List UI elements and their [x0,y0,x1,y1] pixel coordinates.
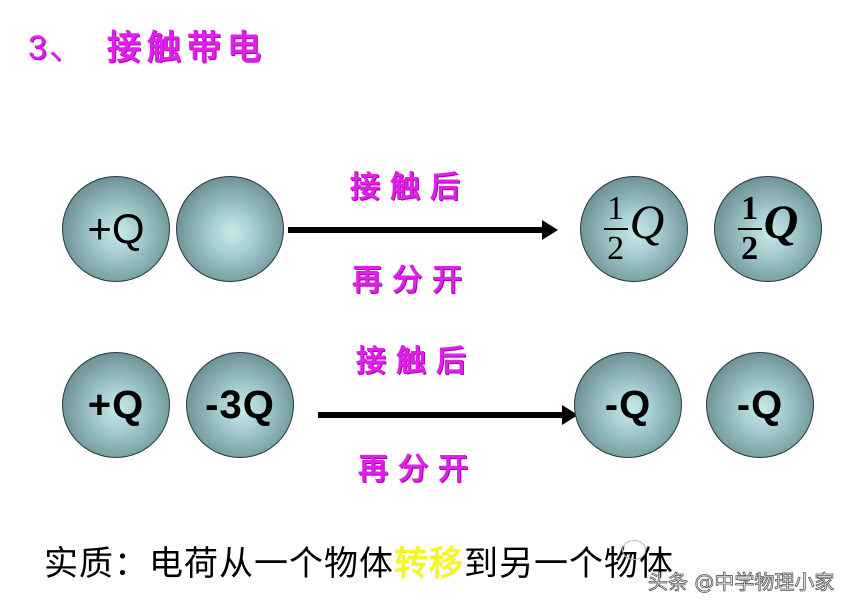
watermark-logo-icon [622,540,646,560]
caption-row1-bottom: 再分开 [352,263,472,298]
sphere-row2-c: -Q [574,352,682,458]
summary-prefix: 实质：电荷从一个物体 [44,544,394,584]
charge-label: +Q [87,382,145,427]
charge-label: -Q [736,382,784,427]
fraction-bar [737,228,762,230]
sphere-row2-b: -3Q [186,352,294,458]
charge-label: -3Q [205,382,275,427]
numerator: 1 [607,190,625,227]
fraction-bar [603,228,628,230]
denominator: 2 [741,230,759,267]
arrow-right-icon [288,220,558,240]
charge-symbol: Q [763,195,799,249]
summary-highlight: 转移 [394,544,464,584]
sphere-row2-a: +Q [62,352,170,458]
caption-row2-top: 接触后 [356,344,476,379]
watermark: 头条 @中学物理小家 [648,570,835,595]
charge-label: -Q [604,382,652,427]
numerator: 1 [741,190,759,227]
arrow-right-icon [318,405,578,425]
caption-row2-bottom: 再分开 [358,452,478,487]
sphere-row2-d: -Q [706,352,814,458]
charge-label: +Q [87,205,145,252]
sphere-row1-a: +Q [62,176,170,282]
slide-title: 3、接触带电 [28,20,267,69]
denominator: 2 [607,230,625,267]
charge-symbol: Q [629,195,665,249]
sphere-row1-b [176,176,284,282]
title-number: 3、 [28,29,85,67]
summary-text: 实质：电荷从一个物体转移到另一个物体 [44,536,674,585]
caption-row1-top: 接触后 [350,170,470,205]
title-text: 接触带电 [106,28,267,68]
